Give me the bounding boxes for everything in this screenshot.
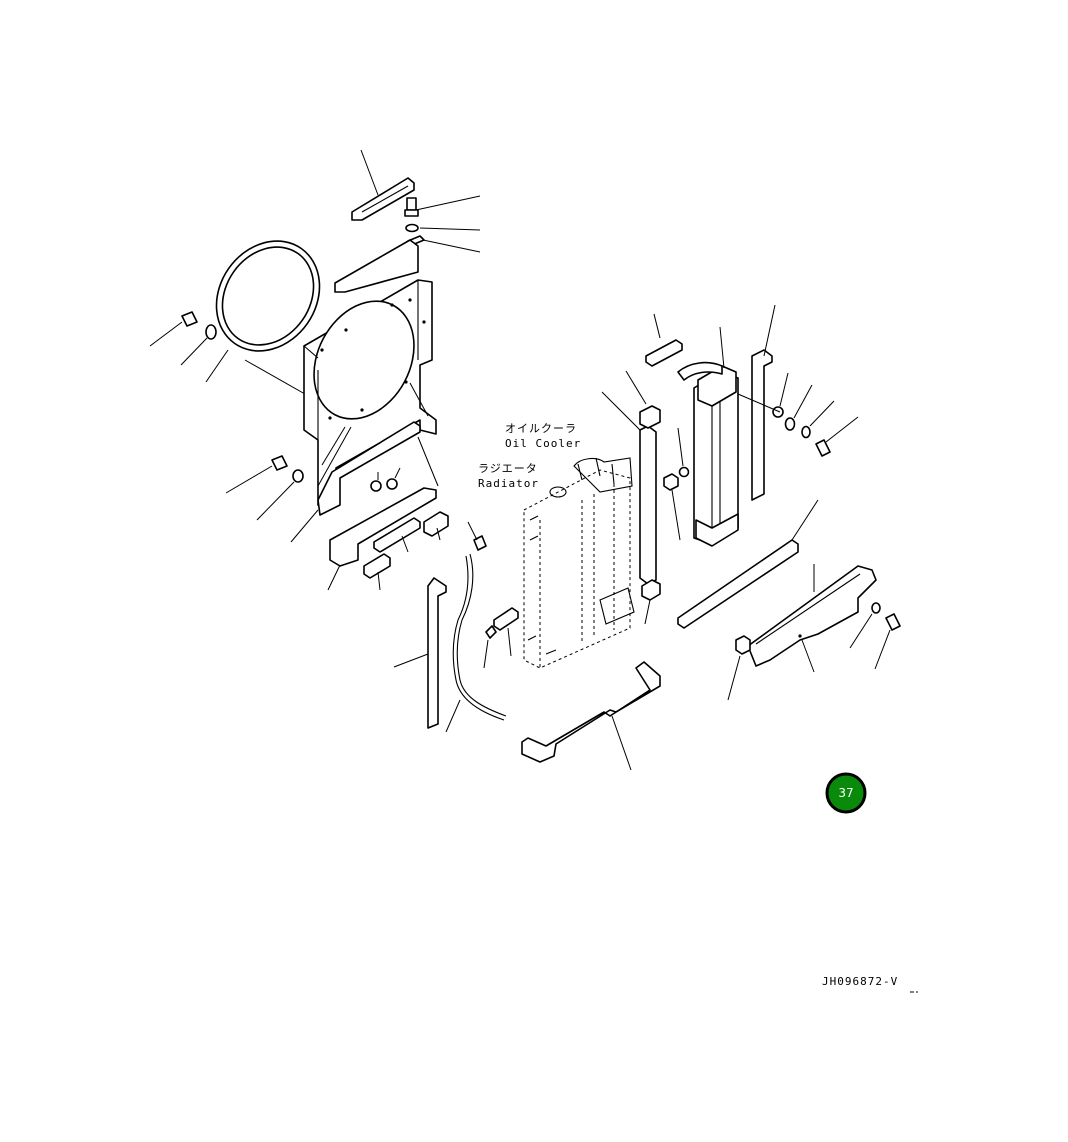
right-bolt-2 xyxy=(874,613,901,670)
sensor-wire xyxy=(445,521,507,733)
long-strip xyxy=(677,499,819,629)
nut-1 xyxy=(370,472,382,492)
small-nut-mid xyxy=(677,427,690,478)
right-washer-1 xyxy=(784,384,813,431)
right-nut xyxy=(737,372,789,418)
top-bracket xyxy=(351,149,415,221)
seal-strip-top xyxy=(645,313,683,367)
nut-2 xyxy=(386,467,401,490)
callout-number-badge[interactable]: 37 xyxy=(825,772,867,814)
hose-left xyxy=(393,577,447,729)
oil-cooler xyxy=(677,326,739,547)
left-washer-2 xyxy=(256,469,304,521)
lower-shroud xyxy=(290,421,439,543)
oil-cooler-label-en: Oil Cooler xyxy=(505,437,581,450)
radiator-label-jp: ラジエータ xyxy=(478,462,538,475)
badge-circle xyxy=(825,772,867,814)
seal-short-2 xyxy=(363,553,391,591)
bottom-seal xyxy=(521,661,661,771)
seal-block-top xyxy=(625,370,661,429)
drawing-code: JH096872-V xyxy=(822,975,898,988)
left-bolt-2 xyxy=(225,455,288,494)
seal-long xyxy=(373,517,421,553)
seal-block-bottom xyxy=(641,579,661,625)
badge-number: 37 xyxy=(838,786,853,800)
small-seal xyxy=(493,607,519,657)
right-washer-3 xyxy=(849,602,881,649)
seal-short-1 xyxy=(423,511,449,541)
fan-shroud xyxy=(303,239,437,506)
top-bolt xyxy=(404,195,481,217)
lower-bracket xyxy=(327,487,437,591)
small-block-mid xyxy=(663,473,681,541)
top-washer xyxy=(405,223,481,233)
fan-ring xyxy=(205,240,321,399)
left-washer-1 xyxy=(180,324,217,366)
hose-right xyxy=(751,304,776,501)
radiator-label-en: Radiator xyxy=(478,477,539,490)
right-cover xyxy=(747,564,877,673)
radiator xyxy=(523,457,635,669)
right-small-block xyxy=(727,635,751,701)
right-bolt xyxy=(815,416,859,457)
small-clip xyxy=(483,625,497,669)
left-bolt-1 xyxy=(149,311,198,347)
oil-cooler-label-jp: オイルクーラ xyxy=(505,422,577,435)
right-washer-2 xyxy=(801,400,835,439)
seal-column xyxy=(601,391,657,585)
